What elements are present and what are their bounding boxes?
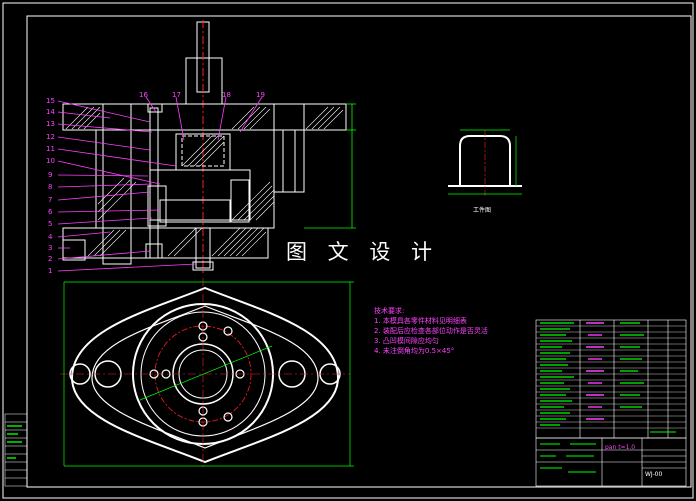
title-block-part-name: pan t=1.0	[605, 444, 636, 451]
part-number-13: 13	[46, 120, 55, 128]
part-number-8: 8	[48, 183, 52, 191]
plan-view	[60, 278, 354, 470]
revision-block	[4, 413, 28, 487]
part-number-3: 3	[48, 244, 52, 252]
technical-note-3: 3. 凸凹模间隙应均匀	[374, 337, 439, 345]
workpiece-view-label: 工件图	[473, 207, 492, 214]
part-leaders	[57, 96, 263, 272]
part-number-15: 15	[46, 97, 55, 105]
technical-notes: 技术要求: 1. 本模具各零件材料见明细表 2. 装配后应检查各部位动作是否灵活…	[374, 306, 488, 356]
workpiece-view	[448, 129, 522, 196]
technical-notes-title: 技术要求:	[374, 307, 405, 315]
title-block	[535, 431, 687, 487]
part-number-9: 9	[48, 171, 52, 179]
part-number-18: 18	[222, 91, 231, 99]
part-number-10: 10	[46, 157, 55, 165]
technical-note-2: 2. 装配后应检查各部位动作是否灵活	[374, 327, 488, 335]
part-number-2: 2	[48, 255, 52, 263]
part-number-4: 4	[48, 233, 53, 241]
part-number-14: 14	[46, 108, 55, 116]
technical-note-1: 1. 本模具各零件材料见明细表	[374, 317, 467, 325]
watermark-text: 图 文 设 计	[286, 240, 440, 264]
part-number-5: 5	[48, 220, 52, 228]
technical-note-4: 4. 未注倒角均为0.5×45°	[374, 347, 455, 355]
part-number-11: 11	[46, 145, 55, 153]
section-view	[62, 20, 356, 275]
part-number-16: 16	[139, 91, 148, 99]
title-block-drawing-code: WJ-00	[645, 471, 663, 478]
bom-table	[535, 319, 687, 439]
part-number-19: 19	[256, 91, 265, 99]
part-number-1: 1	[48, 267, 52, 275]
part-number-17: 17	[172, 91, 181, 99]
part-number-7: 7	[48, 196, 52, 204]
part-number-12: 12	[46, 133, 55, 141]
part-number-labels: 1 2 3 4 5 6 7 8 9 10 11 12 13 14 15 16 1…	[46, 91, 265, 275]
part-number-6: 6	[48, 208, 53, 216]
